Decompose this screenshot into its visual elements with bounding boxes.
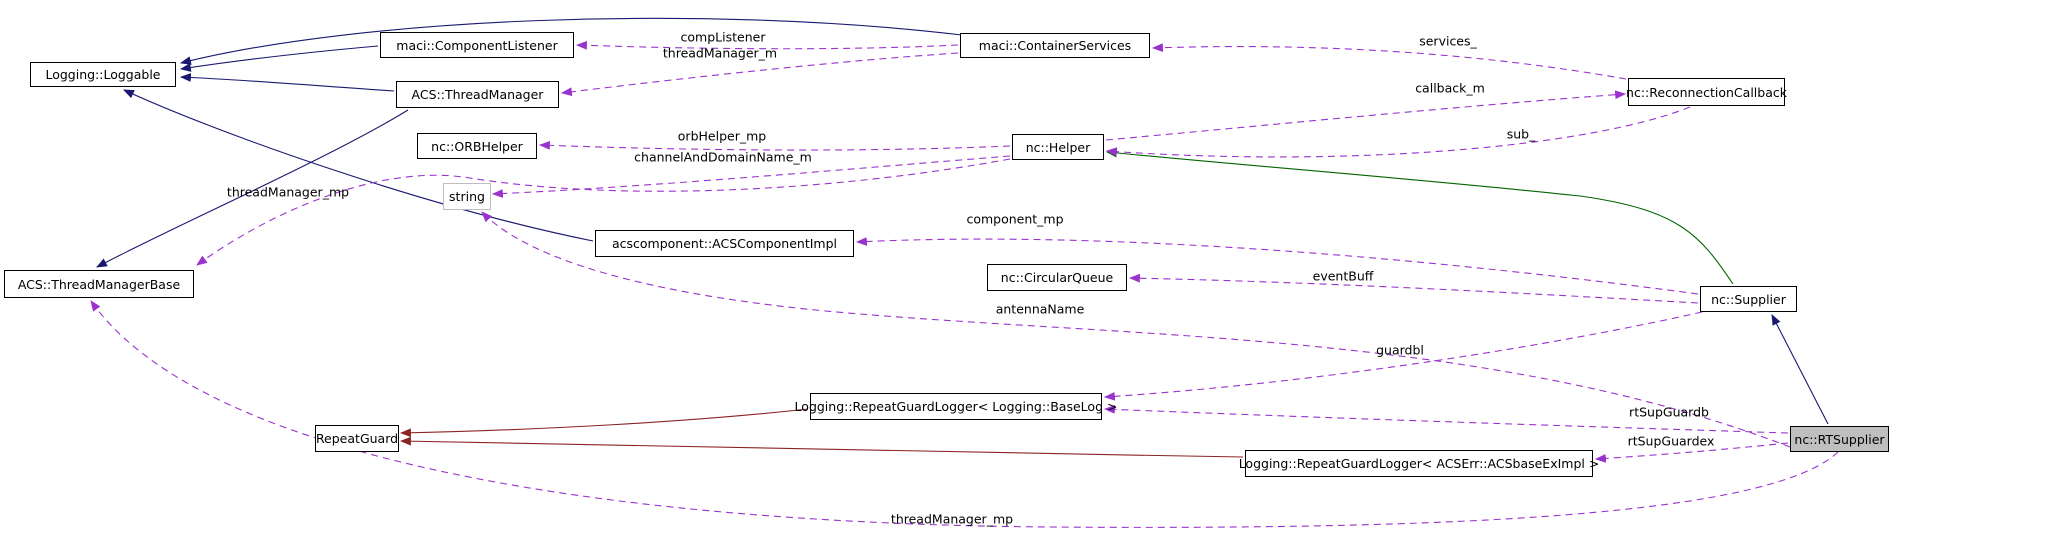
edge-guardbl xyxy=(1103,311,1703,401)
node-orbhelper[interactable]: nc::ORBHelper xyxy=(417,133,537,159)
edge-tm_tmb xyxy=(96,109,409,268)
edge-orbhelper_mp xyxy=(538,140,1011,151)
node-stringbox[interactable]: string xyxy=(443,183,491,210)
edge-cs_logg xyxy=(179,17,963,65)
edge-threadmanager_m xyxy=(560,52,959,97)
edge-eventbuff xyxy=(1128,273,1699,304)
edge-rtsupguardex xyxy=(1594,442,1789,463)
edge-tmmp_bottom xyxy=(90,300,1839,528)
node-acscomponentimpl[interactable]: acscomponent::ACSComponentImpl xyxy=(595,230,854,257)
node-componentlistener[interactable]: maci::ComponentListener xyxy=(380,32,574,58)
node-supplier[interactable]: nc::Supplier xyxy=(1700,286,1797,312)
node-loggable[interactable]: Logging::Loggable xyxy=(30,62,176,87)
edge-rglb_rg xyxy=(399,408,809,438)
edge-rtsupguardb xyxy=(1103,405,1789,434)
node-helper[interactable]: nc::Helper xyxy=(1012,134,1104,160)
edge-channel xyxy=(491,155,1011,198)
node-threadmanager[interactable]: ACS::ThreadManager xyxy=(396,81,559,108)
node-reconnectioncallback[interactable]: nc::ReconnectionCallback xyxy=(1626,78,1787,106)
edge-tmmp_top xyxy=(196,158,1011,266)
node-rgl_baselog[interactable]: Logging::RepeatGuardLogger< Logging::Bas… xyxy=(795,393,1117,420)
edge-services xyxy=(1151,43,1627,80)
edge-tm_logg xyxy=(179,73,395,92)
node-rtsupplier[interactable]: nc::RTSupplier xyxy=(1790,426,1889,452)
node-rgl_acserr[interactable]: Logging::RepeatGuardLogger< ACSErr::ACSb… xyxy=(1239,450,1599,477)
edge-antennaname xyxy=(481,211,1791,448)
edge-sup_helper xyxy=(1105,148,1734,285)
node-circularqueue[interactable]: nc::CircularQueue xyxy=(987,264,1127,291)
edge-callback_m xyxy=(1105,90,1627,141)
node-threadmanagerbase[interactable]: ACS::ThreadManagerBase xyxy=(4,270,194,298)
node-repeatguard[interactable]: RepeatGuard xyxy=(315,425,399,452)
edge-component_mp xyxy=(855,237,1699,295)
edge-cl_logg xyxy=(179,45,379,72)
edge-sub xyxy=(1105,106,1691,158)
edge-rts_sup xyxy=(1771,314,1829,425)
edge-aci_logg xyxy=(123,89,594,242)
edge-complistener xyxy=(575,40,959,50)
edge-rgla_rg xyxy=(399,436,1244,458)
node-containerservices[interactable]: maci::ContainerServices xyxy=(960,33,1150,58)
